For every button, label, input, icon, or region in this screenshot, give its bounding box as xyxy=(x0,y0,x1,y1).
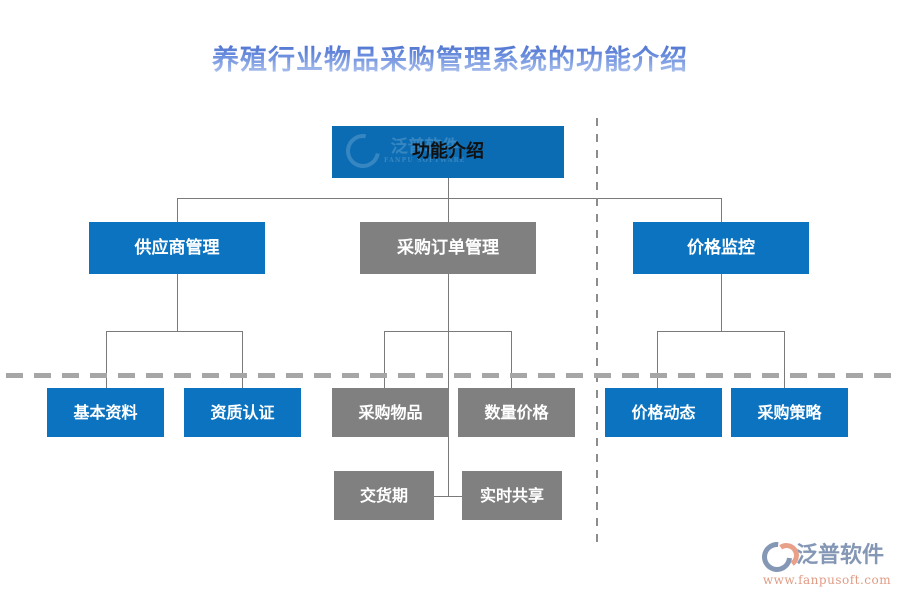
node-basic-info[interactable]: 基本资料 xyxy=(47,388,164,437)
connector-drop-basic-info xyxy=(106,331,107,388)
node-delivery-date-label: 交货期 xyxy=(359,485,408,505)
connector-root-trunk xyxy=(448,178,449,198)
connector-order-bus xyxy=(384,331,512,332)
node-price-trend-label: 价格动态 xyxy=(631,402,696,422)
connector-drop-goods xyxy=(384,331,385,388)
node-qualification[interactable]: 资质认证 xyxy=(184,388,301,437)
connector-drop-qty-price xyxy=(511,331,512,388)
fanpu-logo-icon xyxy=(755,535,801,579)
horizontal-dashed-divider xyxy=(6,373,894,378)
connector-drop-order xyxy=(448,198,449,222)
brand-logo: 泛普软件 www.fanpusoft.com xyxy=(755,535,892,590)
node-price-monitoring[interactable]: 价格监控 xyxy=(633,222,809,274)
node-realtime-sharing[interactable]: 实时共享 xyxy=(462,471,562,520)
node-purchase-strategy-label: 采购策略 xyxy=(757,402,822,422)
page-title: 养殖行业物品采购管理系统的功能介绍 xyxy=(0,38,900,77)
brand-url: www.fanpusoft.com xyxy=(762,573,892,587)
node-supplier-management-label: 供应商管理 xyxy=(134,237,220,258)
brand-logo-row: 泛普软件 xyxy=(755,535,892,579)
connector-order-trunk xyxy=(448,274,449,497)
connector-price-bus xyxy=(657,331,785,332)
node-price-monitoring-label: 价格监控 xyxy=(687,237,755,258)
node-purchase-order-management-label: 采购订单管理 xyxy=(397,237,499,258)
connector-drop-price-trend xyxy=(657,331,658,388)
node-purchase-goods-label: 采购物品 xyxy=(358,402,423,422)
connector-drop-supplier xyxy=(177,198,178,222)
connector-order-bus-lower xyxy=(434,496,462,497)
node-realtime-sharing-label: 实时共享 xyxy=(479,485,544,505)
vertical-dashed-divider xyxy=(596,118,598,546)
node-root-function-intro[interactable]: 泛普软件 FANPU SOFTWARE 功能介绍 xyxy=(332,126,564,178)
node-supplier-management[interactable]: 供应商管理 xyxy=(89,222,265,274)
connector-level2-bus xyxy=(177,198,722,199)
connector-price-trunk xyxy=(721,274,722,331)
node-qualification-label: 资质认证 xyxy=(210,402,275,422)
connector-drop-qualification xyxy=(242,331,243,388)
connector-drop-purchase-strategy xyxy=(784,331,785,388)
brand-name: 泛普软件 xyxy=(796,542,885,568)
node-basic-info-label: 基本资料 xyxy=(73,402,138,422)
node-purchase-order-management[interactable]: 采购订单管理 xyxy=(360,222,536,274)
node-price-trend[interactable]: 价格动态 xyxy=(605,388,722,437)
node-purchase-strategy[interactable]: 采购策略 xyxy=(731,388,848,437)
node-purchase-goods[interactable]: 采购物品 xyxy=(332,388,449,437)
connector-supplier-bus xyxy=(106,331,243,332)
node-root-label: 功能介绍 xyxy=(412,141,484,162)
watermark-logo-icon xyxy=(339,127,387,175)
connector-supplier-trunk xyxy=(177,274,178,331)
connector-drop-price xyxy=(721,198,722,222)
node-quantity-price-label: 数量价格 xyxy=(484,402,549,422)
node-quantity-price[interactable]: 数量价格 xyxy=(458,388,575,437)
node-delivery-date[interactable]: 交货期 xyxy=(334,471,434,520)
